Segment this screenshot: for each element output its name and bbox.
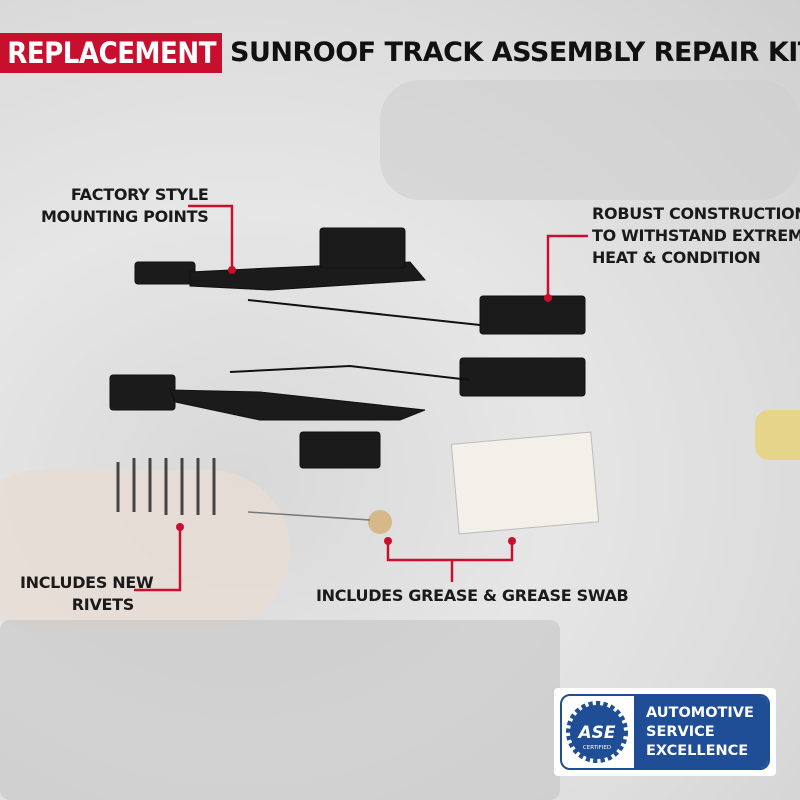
title-highlight: REPLACEMENT (0, 33, 222, 73)
background-engine-shape (380, 80, 800, 200)
title-text: SUNROOF TRACK ASSEMBLY REPAIR KIT (230, 37, 800, 68)
svg-text:CERTIFIED: CERTIFIED (583, 745, 611, 751)
callout-dots (176, 266, 552, 545)
callout-line-2: MOUNTING POINTS (41, 207, 209, 226)
callout-line-1: FACTORY STYLE (70, 185, 209, 204)
track-assembly-top (134, 227, 586, 335)
ase-text-panel: AUTOMOTIVE SERVICE EXCELLENCE (634, 696, 768, 768)
callout-mounting-points: FACTORY STYLE MOUNTING POINTS (41, 184, 209, 228)
grease-swab (368, 510, 392, 534)
svg-text:ASE: ASE (576, 723, 615, 743)
ase-gear-logo: ASE CERTIFIED (566, 701, 628, 763)
track-assembly-bottom (109, 357, 586, 469)
ase-line-3: EXCELLENCE (646, 743, 749, 759)
background-grille-shape (0, 620, 560, 800)
callout-grease: INCLUDES GREASE & GREASE SWAB (316, 586, 629, 605)
grease-packet (450, 431, 600, 535)
callout-line-2: RIVETS (71, 595, 135, 614)
background-cap-shape (755, 410, 800, 460)
ase-line-2: SERVICE (646, 724, 715, 740)
callout-line-3: HEAT & CONDITION (592, 248, 761, 267)
callout-lines (134, 204, 588, 592)
rivets (116, 458, 216, 515)
ase-line-1: AUTOMOTIVE (646, 705, 754, 721)
callout-robust-construction: ROBUST CONSTRUCTION TO WITHSTAND EXTREME… (592, 203, 800, 269)
callout-line-2: TO WITHSTAND EXTREME (592, 226, 800, 245)
callout-rivets: INCLUDES NEW RIVETS (20, 572, 154, 616)
background-hand-shape (0, 470, 290, 630)
callout-line-1: ROBUST CONSTRUCTION (592, 204, 800, 223)
callout-line-1: INCLUDES NEW (20, 573, 154, 592)
ase-badge: ASE CERTIFIED AUTOMOTIVE SERVICE EXCELLE… (554, 688, 776, 776)
